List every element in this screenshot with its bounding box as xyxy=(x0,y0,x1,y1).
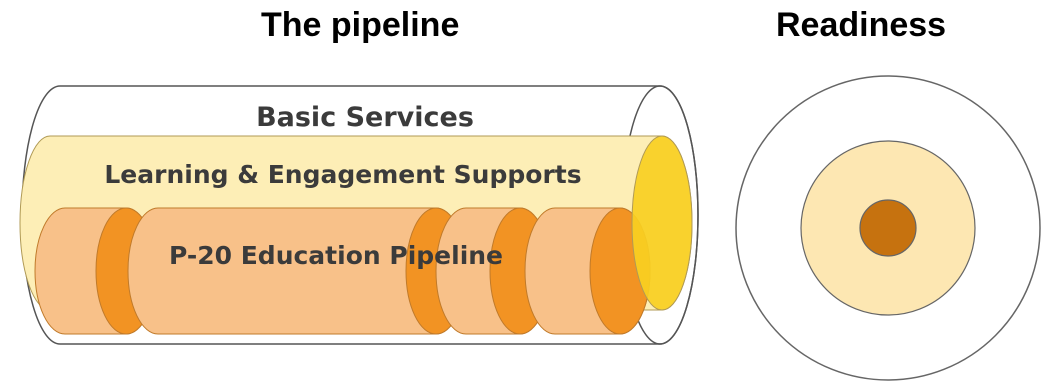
readiness-core xyxy=(859,199,917,257)
readiness-title: Readiness xyxy=(776,6,947,44)
basic-services-label: Basic Services xyxy=(256,102,474,133)
pipeline-title: The pipeline xyxy=(261,6,460,44)
learning-supports-end-cap xyxy=(631,135,693,311)
education-pipeline xyxy=(34,207,651,335)
education-pipeline-label: P-20 Education Pipeline xyxy=(169,241,503,270)
pipeline-segment-4 xyxy=(524,207,651,335)
pipeline-segment-2 xyxy=(127,207,467,335)
readiness-diagram xyxy=(735,75,1041,381)
learning-supports-label: Learning & Engagement Supports xyxy=(104,160,581,189)
